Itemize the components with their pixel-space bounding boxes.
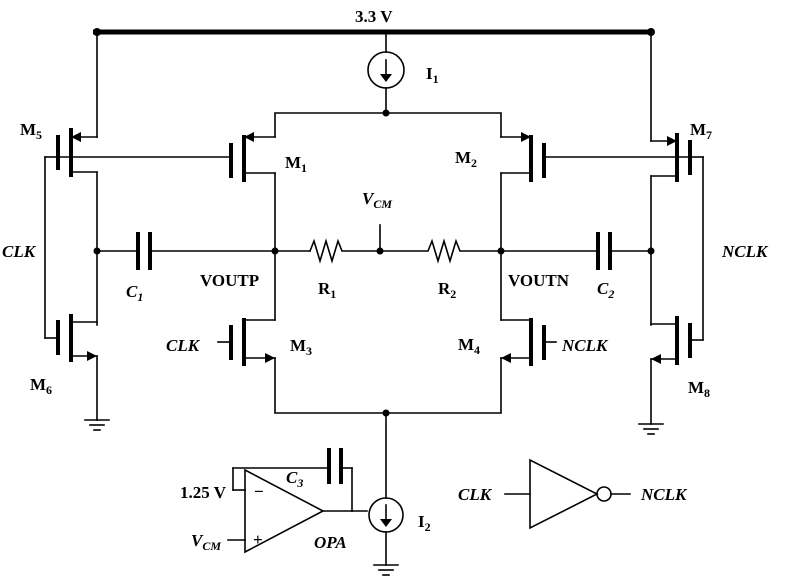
m3-label: M3 [290, 336, 312, 358]
m5-label: M5 [20, 120, 42, 142]
ground-left [84, 419, 110, 431]
ground-right [638, 423, 664, 435]
c2-label: C2 [597, 279, 614, 301]
m7-label: M7 [690, 120, 712, 142]
opamp [227, 448, 368, 554]
m1-label: M1 [285, 153, 307, 175]
opamp-minus: − [254, 482, 264, 501]
m2-label: M2 [455, 148, 477, 170]
opamp-plus: + [253, 530, 263, 549]
i1-label: I1 [426, 64, 439, 86]
m6-label: M6 [30, 375, 52, 397]
vcm-tap [376, 224, 384, 255]
inverter-out-label: NCLK [640, 485, 688, 504]
transistor-m1 [229, 132, 276, 321]
vref-label: 1.25 V [180, 483, 227, 502]
supply-rail [93, 28, 655, 36]
bottom-tail-wire [274, 357, 502, 499]
top-tail-wire [274, 112, 502, 138]
opamp-label: OPA [314, 533, 347, 552]
resistor-r1 [308, 238, 381, 264]
transistor-m6 [56, 314, 98, 421]
c3-label: C3 [286, 468, 303, 490]
transistor-m3 [217, 318, 276, 366]
r1-label: R1 [318, 279, 336, 301]
transistor-m4 [500, 318, 557, 366]
supply-label: 3.3 V [355, 7, 393, 26]
capacitor-c2 [500, 232, 655, 270]
clk-left-label: CLK [2, 242, 37, 261]
m4-label: M4 [458, 335, 480, 357]
voutp-label: VOUTP [200, 271, 259, 290]
transistor-m2 [500, 132, 546, 321]
capacitor-c1 [93, 232, 311, 270]
nclk-m4-label: NCLK [561, 336, 609, 355]
inverter-in-label: CLK [458, 485, 493, 504]
current-source-i1 [367, 31, 405, 117]
i2-label: I2 [418, 512, 431, 534]
transistor-m8 [650, 316, 692, 425]
vcm-top-label: VCM [362, 189, 392, 211]
resistor-r2 [379, 238, 505, 264]
nclk-right-label: NCLK [721, 242, 769, 261]
voutn-label: VOUTN [508, 271, 570, 290]
clk-bus-left [44, 156, 59, 339]
m8-label: M8 [688, 378, 710, 400]
vcm-opa-label: VCM [191, 531, 221, 553]
current-source-i2 [368, 497, 404, 576]
nclk-bus-right [689, 156, 704, 341]
inverter [504, 458, 631, 530]
r2-label: R2 [438, 279, 456, 301]
clk-m3-label: CLK [166, 336, 201, 355]
c1-label: C1 [126, 282, 143, 304]
